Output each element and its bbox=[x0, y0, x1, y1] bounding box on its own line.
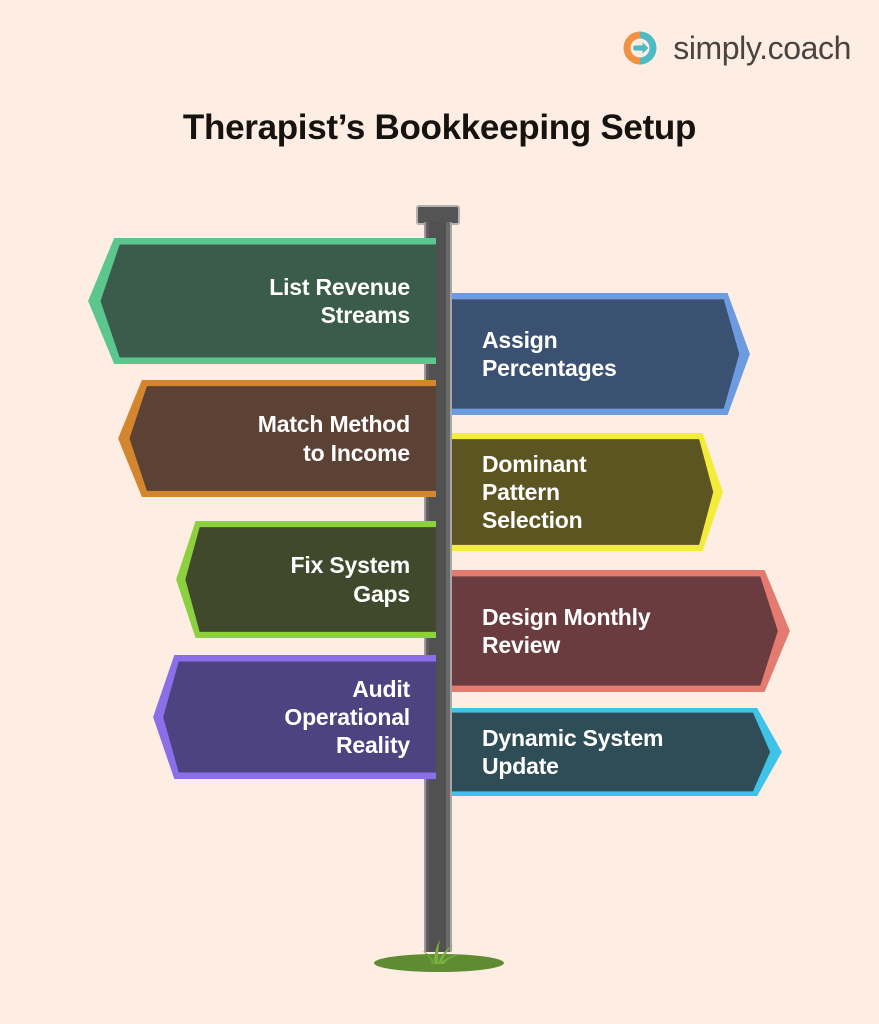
sign-label: Design Monthly Review bbox=[482, 603, 651, 658]
sign-fill bbox=[452, 576, 778, 686]
sign-label: Dynamic System Update bbox=[482, 724, 664, 779]
sign-fill bbox=[163, 661, 436, 773]
signpost-sign-assign-percentages[interactable]: Assign Percentages bbox=[452, 293, 750, 415]
sign-fill bbox=[452, 439, 714, 545]
simply-coach-circle-arrow-icon bbox=[620, 28, 660, 68]
sign-label: Assign Percentages bbox=[482, 326, 617, 381]
signpost-sign-design-monthly-review[interactable]: Design Monthly Review bbox=[452, 570, 790, 692]
signpost-sign-audit-operational-reality[interactable]: Audit Operational Reality bbox=[153, 655, 436, 779]
ground-with-grass bbox=[374, 938, 504, 972]
sign-label: Audit Operational Reality bbox=[284, 675, 410, 759]
sign-label: List Revenue Streams bbox=[269, 273, 410, 328]
sign-fill bbox=[129, 386, 436, 491]
sign-fill bbox=[452, 712, 771, 792]
sign-fill bbox=[100, 244, 436, 358]
sign-fill bbox=[452, 299, 740, 409]
sign-fill bbox=[185, 527, 436, 632]
signpost-sign-fix-system-gaps[interactable]: Fix System Gaps bbox=[176, 521, 436, 638]
brand-logo: simply.coach bbox=[620, 28, 851, 68]
signpost-sign-match-method-to-income[interactable]: Match Method to Income bbox=[118, 380, 436, 497]
page-title: Therapist’s Bookkeeping Setup bbox=[182, 108, 697, 147]
signpost-sign-dominant-pattern-selection[interactable]: Dominant Pattern Selection bbox=[452, 433, 723, 551]
signpost-sign-dynamic-system-update[interactable]: Dynamic System Update bbox=[452, 708, 782, 796]
signpost-sign-list-revenue-streams[interactable]: List Revenue Streams bbox=[88, 238, 436, 364]
brand-name: simply.coach bbox=[673, 30, 851, 66]
sign-label: Fix System Gaps bbox=[290, 552, 411, 607]
sign-label: Match Method to Income bbox=[257, 411, 410, 466]
sign-label: Dominant Pattern Selection bbox=[482, 450, 587, 534]
